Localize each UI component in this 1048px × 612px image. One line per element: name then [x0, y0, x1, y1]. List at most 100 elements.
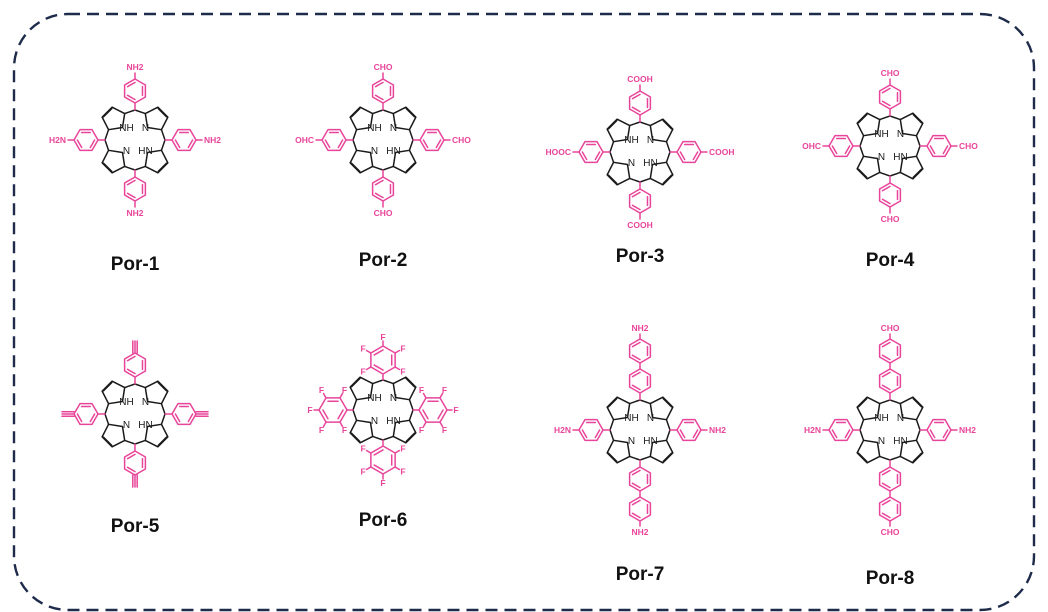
phenyl-ring [926, 134, 952, 158]
pyrrole-ring [649, 118, 674, 143]
pyrrole-double-bond [157, 107, 168, 118]
ring-double-bond [76, 413, 83, 423]
bottom-group-label: NH2 [631, 527, 648, 537]
ring-double-bond [929, 145, 936, 155]
top-group-label: CHO [881, 68, 900, 78]
right-group-label: COOH [709, 147, 735, 157]
ring-double-bond [881, 354, 891, 361]
bottom-group-label: COOH [627, 220, 653, 230]
meso-bond [889, 455, 902, 461]
pyrrole-ring [392, 106, 417, 131]
meso-bond [123, 109, 136, 115]
pyrrole-ring [606, 118, 631, 143]
ring-double-bond [174, 413, 181, 423]
pyrrole-ring [899, 439, 924, 464]
n-label: N [142, 123, 149, 134]
meso-bond [639, 399, 652, 405]
pyrrole-ring [101, 106, 126, 131]
meso-bond [104, 402, 110, 415]
n-label: N [142, 397, 149, 408]
fluorine-label: F [453, 405, 458, 415]
fluorine-label: F [360, 367, 365, 377]
fluorine-label: F [342, 385, 347, 395]
fluorine-label: F [360, 467, 365, 477]
meso-bond [382, 435, 395, 441]
pyrrole-double-bond [405, 107, 416, 118]
meso-bond [352, 398, 358, 411]
pyrrole-ring [856, 396, 881, 421]
ring-double-bond [631, 512, 641, 519]
ring-double-bond [126, 466, 136, 473]
ring-double-bond [631, 204, 641, 211]
ring-double-bond [831, 145, 838, 155]
meso-bond [352, 409, 358, 422]
fluorine-label: F [360, 344, 365, 354]
pyrrole-double-bond [662, 174, 673, 185]
molecule-label: Por-5 [111, 516, 160, 537]
ring-double-bond [881, 100, 891, 107]
c-f-bond [365, 366, 372, 371]
pyrrole-ring [392, 419, 417, 444]
meso-bond [915, 429, 921, 442]
ring-double-bond [881, 384, 891, 391]
pyrrole-double-bond [857, 168, 868, 179]
ring-double-bond [942, 429, 949, 439]
ring-double-bond [679, 151, 686, 161]
ring-double-bond [422, 139, 429, 149]
left-group-label: H2N [49, 135, 66, 145]
meso-bond [134, 439, 147, 445]
pyrrole-double-bond [102, 107, 113, 118]
ring-double-bond [881, 341, 891, 348]
pyrrole-ring [144, 106, 169, 131]
pyrrole-ring [606, 439, 631, 464]
left-group-label: OHC [295, 135, 314, 145]
phenyl-ring [628, 188, 652, 214]
phenyl-ring [676, 140, 702, 164]
ring-double-bond [373, 364, 384, 371]
ring-double-bond [89, 139, 96, 149]
ring-double-bond [631, 371, 641, 378]
ring-double-bond [581, 151, 588, 161]
pyrrole-double-bond [857, 397, 868, 408]
meso-bond [408, 128, 414, 141]
meso-bond [134, 165, 147, 171]
meso-bond [628, 121, 641, 127]
ring-double-bond [692, 429, 699, 439]
meso-bond [859, 429, 865, 442]
n-label: N [647, 413, 654, 424]
pyrrole-double-bond [405, 162, 416, 173]
fluorine-label: F [442, 425, 447, 435]
top-group-label: NH2 [126, 62, 143, 72]
pyrrole-double-bond [405, 432, 416, 443]
top-group-label: COOH [627, 74, 653, 84]
meso-bond [889, 399, 902, 405]
ring-double-bond [881, 371, 891, 378]
meso-bond [665, 429, 671, 442]
fluorine-label: F [380, 478, 385, 488]
hn-label: HN [893, 436, 907, 447]
c-f-bond [394, 349, 401, 354]
pyrrole-double-bond [607, 174, 618, 185]
meso-bond [628, 177, 641, 183]
pyrrole-ring [856, 112, 881, 137]
pyrrole-double-bond [912, 168, 923, 179]
ring-double-bond [435, 139, 442, 149]
meso-bond [609, 429, 615, 442]
molecule-label: Por-1 [111, 254, 160, 275]
ring-double-bond [337, 409, 344, 420]
right-group-label: NH2 [709, 425, 726, 435]
top-group-label: CHO [374, 62, 393, 72]
ring-double-bond [322, 409, 329, 420]
ring-double-bond [76, 139, 83, 149]
pyrrole-double-bond [607, 397, 618, 408]
phenyl-ring [878, 496, 902, 522]
ring-double-bond [631, 93, 641, 100]
dashed-frame [12, 12, 1036, 612]
c-f-bond [322, 392, 327, 399]
ring-double-bond [631, 499, 641, 506]
meso-bond [160, 402, 166, 415]
meso-bond [134, 383, 147, 389]
pyrrole-double-bond [607, 119, 618, 130]
